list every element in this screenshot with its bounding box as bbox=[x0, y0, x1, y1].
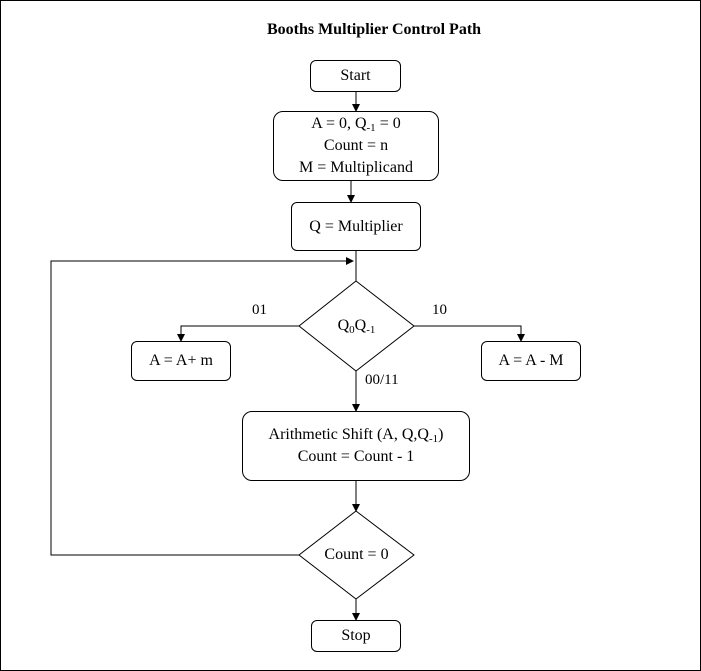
load-q-label: Q = Multiplier bbox=[309, 217, 403, 235]
shift-line-1-sub: -1 bbox=[428, 433, 439, 445]
shift-line-1-text: Arithmetic Shift (A, Q,Q bbox=[268, 426, 429, 443]
shift-node: Arithmetic Shift (A, Q,Q-1) Count = Coun… bbox=[242, 411, 470, 481]
edge-loop-back bbox=[50, 257, 354, 556]
decision-q-q1: Q bbox=[354, 317, 367, 334]
init-line-1-sub: -1 bbox=[366, 122, 376, 134]
decision-q-q0: Q bbox=[337, 317, 350, 334]
stop-label: Stop bbox=[341, 627, 371, 644]
init-line-3: M = Multiplicand bbox=[299, 159, 413, 176]
add-node: A = A+ m bbox=[131, 341, 231, 381]
edge-label-10: 10 bbox=[432, 302, 447, 318]
init-line-1: A = 0, Q-1 = 0 bbox=[311, 113, 400, 135]
shift-line-2: Count = Count - 1 bbox=[297, 448, 415, 465]
load-q-node: Q = Multiplier bbox=[291, 202, 421, 251]
init-node: A = 0, Q-1 = 0 Count = n M = Multiplican… bbox=[273, 111, 439, 181]
add-label: A = A+ m bbox=[149, 352, 213, 369]
decision-q-sub1: -1 bbox=[366, 324, 376, 336]
init-line-1-tail: = 0 bbox=[375, 115, 401, 132]
diagram-title: Booths Multiplier Control Path bbox=[266, 21, 482, 38]
init-line-2: Count = n bbox=[323, 137, 389, 154]
edge-decision-add bbox=[177, 325, 299, 342]
edge-label-00-11: 00/11 bbox=[365, 372, 399, 388]
shift-line-1-tail: ) bbox=[438, 426, 444, 443]
edge-decision-subtract bbox=[414, 325, 525, 342]
init-line-1-text: A = 0, Q bbox=[311, 115, 367, 132]
decision-count-label: Count = 0 bbox=[324, 546, 389, 563]
start-node: Start bbox=[310, 60, 401, 92]
decision-q-sub0: 0 bbox=[349, 324, 355, 336]
subtract-node: A = A - M bbox=[481, 341, 581, 381]
start-label: Start bbox=[340, 67, 371, 84]
shift-line-1: Arithmetic Shift (A, Q,Q-1) bbox=[269, 424, 444, 446]
edge-label-01: 01 bbox=[252, 302, 267, 318]
stop-node: Stop bbox=[311, 620, 401, 652]
subtract-label: A = A - M bbox=[498, 352, 564, 369]
decision-q-label: Q0Q-1 bbox=[299, 306, 414, 346]
